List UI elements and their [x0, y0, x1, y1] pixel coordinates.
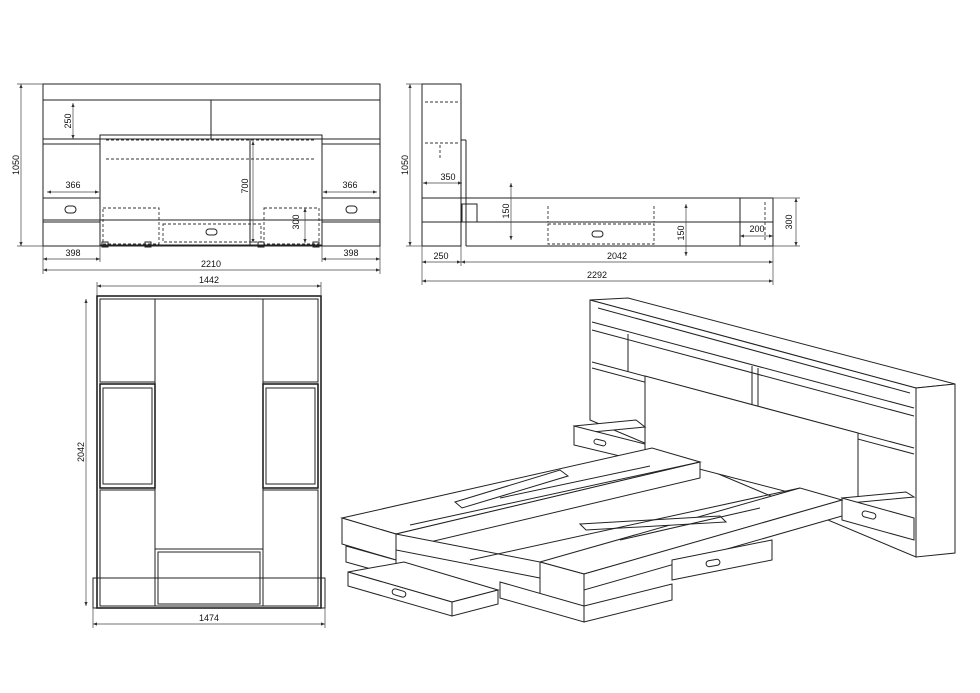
front-overall-width: 2210: [201, 259, 221, 269]
front-headboard-height: 700: [240, 178, 250, 193]
front-view: 1050 250 366 366 700 300 398 398 2210: [11, 83, 381, 274]
side-under-bed-height: 150: [676, 225, 686, 240]
side-bed-length: 2042: [607, 251, 627, 261]
front-side-width-left: 398: [65, 248, 80, 258]
front-drawer-inner-height: 300: [291, 214, 301, 229]
front-side-width-right: 398: [343, 248, 358, 258]
side-overall-length: 2292: [587, 270, 607, 280]
isometric-view: [340, 297, 956, 623]
side-rail-height: 150: [501, 203, 511, 218]
side-depth: 350: [440, 172, 455, 182]
front-drawer-width-right: 366: [342, 180, 357, 190]
top-length: 2042: [76, 442, 86, 462]
side-frame-height: 300: [784, 214, 794, 229]
side-view: 1050 350 150 150 200 300 250 2042 2292: [400, 83, 800, 285]
side-table-depth: 200: [749, 224, 764, 234]
front-shelf-height: 250: [63, 113, 73, 128]
top-view: 1442 2042 1474: [76, 275, 326, 628]
top-width: 1442: [199, 275, 219, 285]
front-drawer-width-left: 366: [65, 180, 80, 190]
front-overall-height: 1050: [11, 155, 21, 175]
side-overall-height: 1050: [400, 155, 410, 175]
bottom-width: 1474: [199, 613, 219, 623]
side-head-offset: 250: [433, 251, 448, 261]
